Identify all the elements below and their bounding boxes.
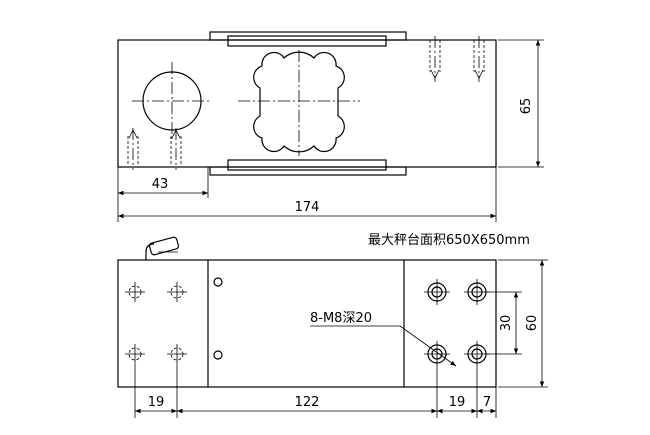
dimension-height-65: 65 [498,39,544,168]
dimension-length-174: 174 [118,167,497,222]
dimension-height-60: 60 [498,259,548,388]
threaded-hole-right-b [473,36,485,82]
right-hole-3 [424,341,450,367]
dim-7-label: 7 [483,395,491,410]
dim-122-label: 122 [295,395,320,410]
bottom-dimension-chain: 19 122 19 7 [134,364,497,418]
top-view-body [117,39,497,168]
right-hole-1 [424,279,450,305]
thread-callout-label: 8-M8深20 [310,311,372,326]
left-hole-4 [167,344,187,364]
dim-19-right-label: 19 [449,395,466,410]
dimension-hole-offset-43: 43 [117,167,209,222]
screw-upper [213,277,223,287]
dimension-pitch-30: 30 [486,291,522,355]
platform-size-note: 最大秤台面积650X650mm [368,233,530,248]
left-hole-3 [125,344,145,364]
left-hole-2 [167,282,187,302]
dim-174-label: 174 [295,200,320,215]
dim-60-label: 60 [525,315,540,332]
bottom-view-body [117,259,497,388]
dim-43-label: 43 [152,177,169,192]
left-hole-1 [125,282,145,302]
dim-65-label: 65 [519,98,534,115]
top-view: 65 43 174 [117,31,544,222]
threaded-hole-left-a [127,128,139,170]
dim-30-label: 30 [499,315,514,332]
top-rail [209,31,407,47]
screw-lower [213,350,223,360]
through-hole [132,62,212,140]
threaded-hole-right-a [429,36,441,82]
cable-gland [145,236,180,260]
bottom-view: 8-M8深20 30 60 19 122 [117,236,548,418]
gauge-cutout [238,50,360,156]
thread-callout: 8-M8深20 [310,311,457,367]
threaded-hole-left-b [170,128,182,170]
bottom-rail [209,159,407,176]
dim-19-left-label: 19 [148,395,165,410]
